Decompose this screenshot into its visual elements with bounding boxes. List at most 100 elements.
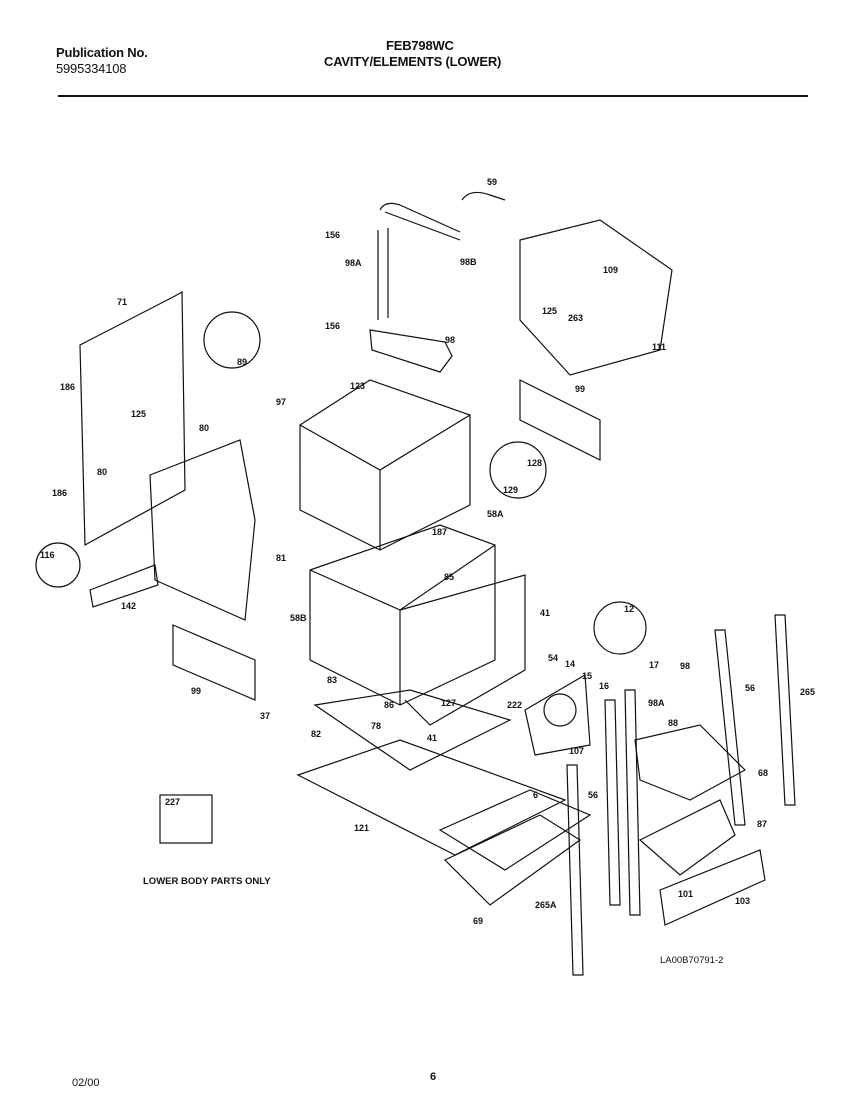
callout-label: 56 <box>588 790 598 800</box>
callout-label: 6 <box>533 790 538 800</box>
callout-label: 81 <box>276 553 286 563</box>
callout-label: 222 <box>507 700 522 710</box>
callout-label: 99 <box>191 686 201 696</box>
callout-label: 14 <box>565 659 575 669</box>
callout-label: 263 <box>568 313 583 323</box>
callout-label: 78 <box>371 721 381 731</box>
back-panel-71 <box>79 290 186 547</box>
bake-element-88 <box>634 724 746 801</box>
vent-elbow <box>461 191 506 201</box>
strip-142 <box>89 564 159 608</box>
callout-labels: 59 156 98A 98B 156 98 71 89 186 125 123 … <box>40 177 815 926</box>
callout-label: 142 <box>121 601 136 611</box>
callout-label: 101 <box>678 889 693 899</box>
bottom-pan-121 <box>296 739 567 856</box>
broil-element-87 <box>638 799 736 876</box>
callout-label: 186 <box>52 488 67 498</box>
callout-label: 129 <box>503 485 518 495</box>
callout-label: 265 <box>800 687 815 697</box>
callout-label: 125 <box>131 409 146 419</box>
bottom-plate-82 <box>313 689 512 771</box>
inset-116 <box>35 542 81 588</box>
callout-label: 56 <box>745 683 755 693</box>
callout-label: 85 <box>444 572 454 582</box>
callout-label: 227 <box>165 797 180 807</box>
model-number: FEB798WC <box>386 38 454 53</box>
cavity-wrapper <box>149 439 256 621</box>
callout-label: 15 <box>582 671 592 681</box>
box-123 <box>299 379 471 551</box>
side-panel-99-lower <box>172 624 256 701</box>
callout-label: 116 <box>40 550 55 560</box>
oven-cavity <box>309 524 496 706</box>
callout-label: 12 <box>624 604 634 614</box>
callout-label: 83 <box>327 675 337 685</box>
callout-label: 109 <box>603 265 618 275</box>
callout-label: 58A <box>487 509 504 519</box>
convection-inset <box>519 219 673 376</box>
callout-label: 82 <box>311 729 321 739</box>
callout-label: 17 <box>649 660 659 670</box>
callout-label: 125 <box>542 306 557 316</box>
callout-label: 98A <box>648 698 665 708</box>
callout-label: 58B <box>290 613 307 623</box>
callout-label: 103 <box>735 896 750 906</box>
callout-label: 265A <box>535 900 557 910</box>
inset-12 <box>593 601 647 655</box>
callout-label: 86 <box>384 700 394 710</box>
drawing-id: LA00B70791-2 <box>660 955 724 966</box>
callout-label: 59 <box>487 177 497 187</box>
callout-label: 69 <box>473 916 483 926</box>
publication-label: Publication No. <box>56 45 148 60</box>
callout-label: 123 <box>350 381 365 391</box>
callout-label: 128 <box>527 458 542 468</box>
callout-label: 187 <box>432 527 447 537</box>
callout-label: 54 <box>548 653 558 663</box>
callout-label: 41 <box>540 608 550 618</box>
rail-265 <box>774 614 796 806</box>
footer-date: 02/00 <box>72 1077 100 1089</box>
callout-label: 97 <box>276 397 286 407</box>
side-panel-99-upper <box>519 379 601 461</box>
rack-6 <box>438 789 592 871</box>
callout-label: 186 <box>60 382 75 392</box>
callout-label: 156 <box>325 230 340 240</box>
inset-89 <box>203 311 261 369</box>
section-title: CAVITY/ELEMENTS (LOWER) <box>324 54 502 69</box>
rail-265A <box>566 764 584 976</box>
callout-label: 98 <box>680 661 690 671</box>
vent-tube <box>377 202 461 320</box>
callout-label: 98 <box>445 335 455 345</box>
callout-label: 41 <box>427 733 437 743</box>
callout-label: 68 <box>758 768 768 778</box>
vent-duct-98 <box>369 329 453 373</box>
callout-label: 89 <box>237 357 247 367</box>
callout-label: 111 <box>652 342 666 352</box>
callout-label: 88 <box>668 718 678 728</box>
callout-label: 80 <box>199 423 209 433</box>
callout-label: 127 <box>441 698 456 708</box>
callout-label: 37 <box>260 711 270 721</box>
callout-label: 71 <box>117 297 127 307</box>
callout-label: 98B <box>460 257 477 267</box>
publication-number: 5995334108 <box>56 61 127 76</box>
callout-label: 156 <box>325 321 340 331</box>
callout-label: 80 <box>97 467 107 477</box>
callout-label: 107 <box>569 746 584 756</box>
rail-56-lower <box>604 699 621 906</box>
page-number: 6 <box>430 1071 437 1083</box>
panel-103 <box>659 849 766 926</box>
rail-98A <box>624 689 641 916</box>
inset-128 <box>489 441 547 499</box>
lower-body-note: LOWER BODY PARTS ONLY <box>143 876 271 887</box>
header-rule <box>58 95 808 97</box>
callout-label: 87 <box>757 819 767 829</box>
callout-label: 16 <box>599 681 609 691</box>
inset-227 <box>159 794 213 844</box>
callout-label: 121 <box>354 823 369 833</box>
fan-grille <box>543 693 577 727</box>
fan-cover-107 <box>524 673 591 756</box>
callout-label: 99 <box>575 384 585 394</box>
rail-56 <box>714 629 746 826</box>
front-frame <box>399 574 526 726</box>
